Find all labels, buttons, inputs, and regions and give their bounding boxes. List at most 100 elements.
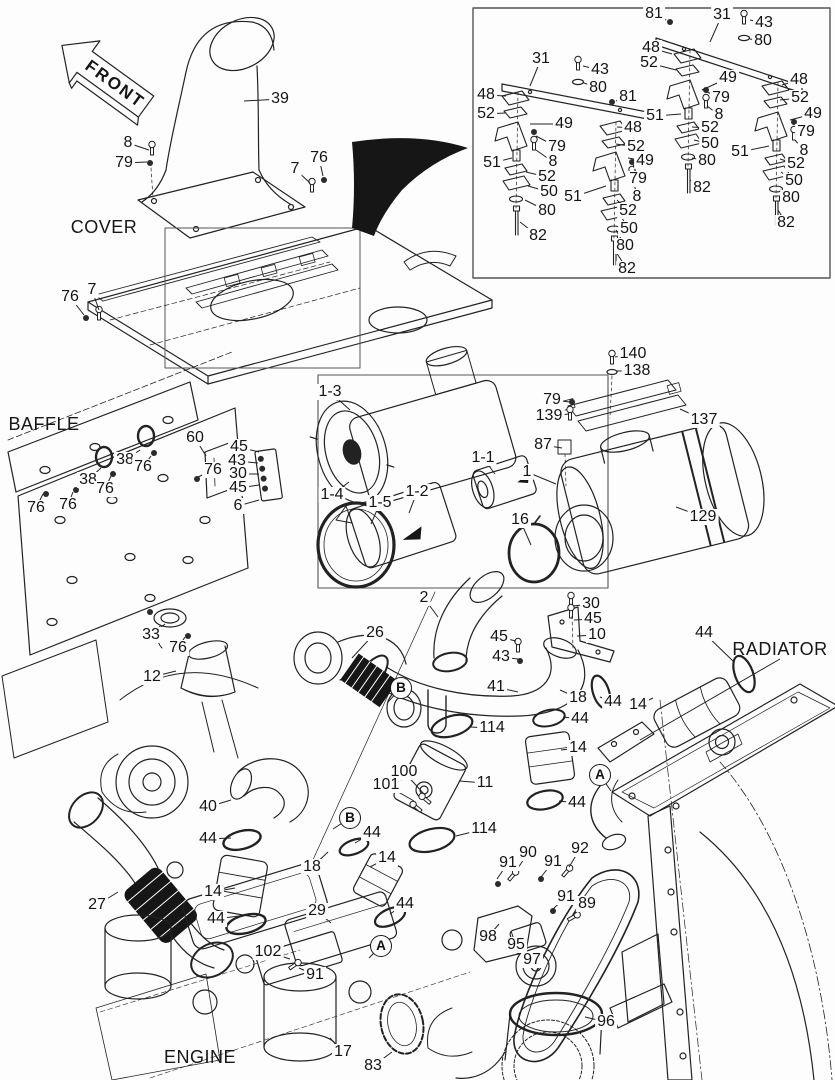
callout-31: 31 — [711, 6, 733, 23]
callout-52: 52 — [699, 119, 721, 136]
callout-14: 14 — [627, 696, 649, 713]
callout-40: 40 — [197, 798, 219, 815]
engine-drawing — [95, 861, 604, 1080]
callout-29: 29 — [306, 902, 328, 919]
callout-140: 140 — [617, 345, 649, 362]
callout-76: 76 — [202, 461, 224, 478]
callout-26: 26 — [364, 624, 386, 641]
callout-91: 91 — [497, 854, 519, 871]
section-label-cover: COVER — [70, 217, 138, 237]
callout-48: 48 — [475, 86, 497, 103]
callout-50: 50 — [538, 183, 560, 200]
callout-43: 43 — [490, 648, 512, 665]
callout-114: 114 — [469, 820, 499, 837]
callout-1-4: 1-4 — [318, 486, 346, 503]
callout-51: 51 — [481, 154, 503, 171]
callout-89: 89 — [576, 895, 598, 912]
callout-49: 49 — [553, 115, 575, 132]
callout-76: 76 — [308, 149, 330, 166]
callout-17: 17 — [332, 1043, 354, 1060]
callout-76: 76 — [94, 480, 116, 497]
callout-52: 52 — [785, 155, 807, 172]
callout-44: 44 — [197, 830, 219, 847]
callout-12: 12 — [141, 668, 163, 685]
callout-44: 44 — [566, 794, 588, 811]
elbow-2-drawing — [311, 571, 505, 863]
callout-51: 51 — [562, 188, 584, 205]
section-label-baffle: BAFFLE — [8, 414, 80, 434]
turbo-pipe-40-drawing — [100, 745, 407, 936]
callout-1-3: 1-3 — [316, 383, 344, 400]
callout-44: 44 — [394, 895, 416, 912]
callout-82: 82 — [691, 179, 713, 196]
callout-8: 8 — [121, 134, 135, 151]
callout-2: 2 — [417, 589, 431, 606]
callout-1-2: 1-2 — [403, 483, 431, 500]
callout-31: 31 — [530, 50, 552, 67]
callout-51: 51 — [729, 143, 751, 160]
callout-6: 6 — [231, 497, 245, 514]
callout-50: 50 — [618, 220, 640, 237]
callout-81: 81 — [643, 5, 665, 22]
callout-50: 50 — [783, 172, 805, 189]
section-label-front: FRONT — [81, 56, 149, 112]
callout-45: 45 — [582, 610, 604, 627]
callout-91: 91 — [542, 853, 564, 870]
callout-79: 79 — [795, 123, 817, 140]
front-arrow-icon — [61, 40, 155, 126]
callout-1-5: 1-5 — [366, 494, 394, 511]
callout-91: 91 — [555, 888, 577, 905]
callout-96: 96 — [595, 1013, 617, 1030]
callout-101: 101 — [370, 776, 402, 793]
callout-60: 60 — [184, 429, 206, 446]
callout-49: 49 — [802, 105, 824, 122]
callout-76: 76 — [132, 458, 154, 475]
callout-48: 48 — [622, 119, 644, 136]
callout-79: 79 — [627, 170, 649, 187]
callout-79: 79 — [113, 154, 135, 171]
callout-79: 79 — [710, 89, 732, 106]
callout-79: 79 — [541, 391, 563, 408]
connector-label-b: B — [339, 807, 361, 829]
callout-80: 80 — [780, 189, 802, 206]
callout-80: 80 — [614, 237, 636, 254]
cover-drawing — [82, 138, 493, 385]
callout-52: 52 — [475, 105, 497, 122]
callout-44: 44 — [693, 624, 715, 641]
callout-18: 18 — [301, 858, 323, 875]
callout-14: 14 — [567, 739, 589, 756]
callout-90: 90 — [517, 844, 539, 861]
callout-52: 52 — [638, 54, 660, 71]
callout-45: 45 — [488, 628, 510, 645]
callout-1: 1 — [520, 463, 534, 480]
callout-52: 52 — [789, 89, 811, 106]
callout-87: 87 — [532, 436, 554, 453]
callout-97: 97 — [521, 951, 543, 968]
callout-76: 76 — [167, 639, 189, 656]
callout-16: 16 — [509, 511, 531, 528]
callout-48: 48 — [788, 71, 810, 88]
callout-80: 80 — [752, 32, 774, 49]
callout-49: 49 — [717, 69, 739, 86]
callout-83: 83 — [362, 1057, 384, 1074]
callout-49: 49 — [634, 152, 656, 169]
callout-139: 139 — [533, 407, 565, 424]
callout-43: 43 — [226, 452, 248, 469]
callout-91: 91 — [304, 966, 326, 983]
callout-76: 76 — [57, 496, 79, 513]
callout-1-1: 1-1 — [469, 449, 497, 466]
connector-label-a: A — [589, 764, 611, 786]
callout-98: 98 — [477, 928, 499, 945]
callout-76: 76 — [25, 499, 47, 516]
callout-80: 80 — [536, 202, 558, 219]
callout-81: 81 — [617, 88, 639, 105]
callout-137: 137 — [688, 411, 720, 428]
callout-27: 27 — [86, 896, 108, 913]
callout-102: 102 — [252, 943, 284, 960]
intake-stack-drawing — [137, 16, 306, 239]
callout-50: 50 — [699, 135, 721, 152]
callout-10: 10 — [586, 626, 608, 643]
callout-7: 7 — [85, 281, 99, 298]
